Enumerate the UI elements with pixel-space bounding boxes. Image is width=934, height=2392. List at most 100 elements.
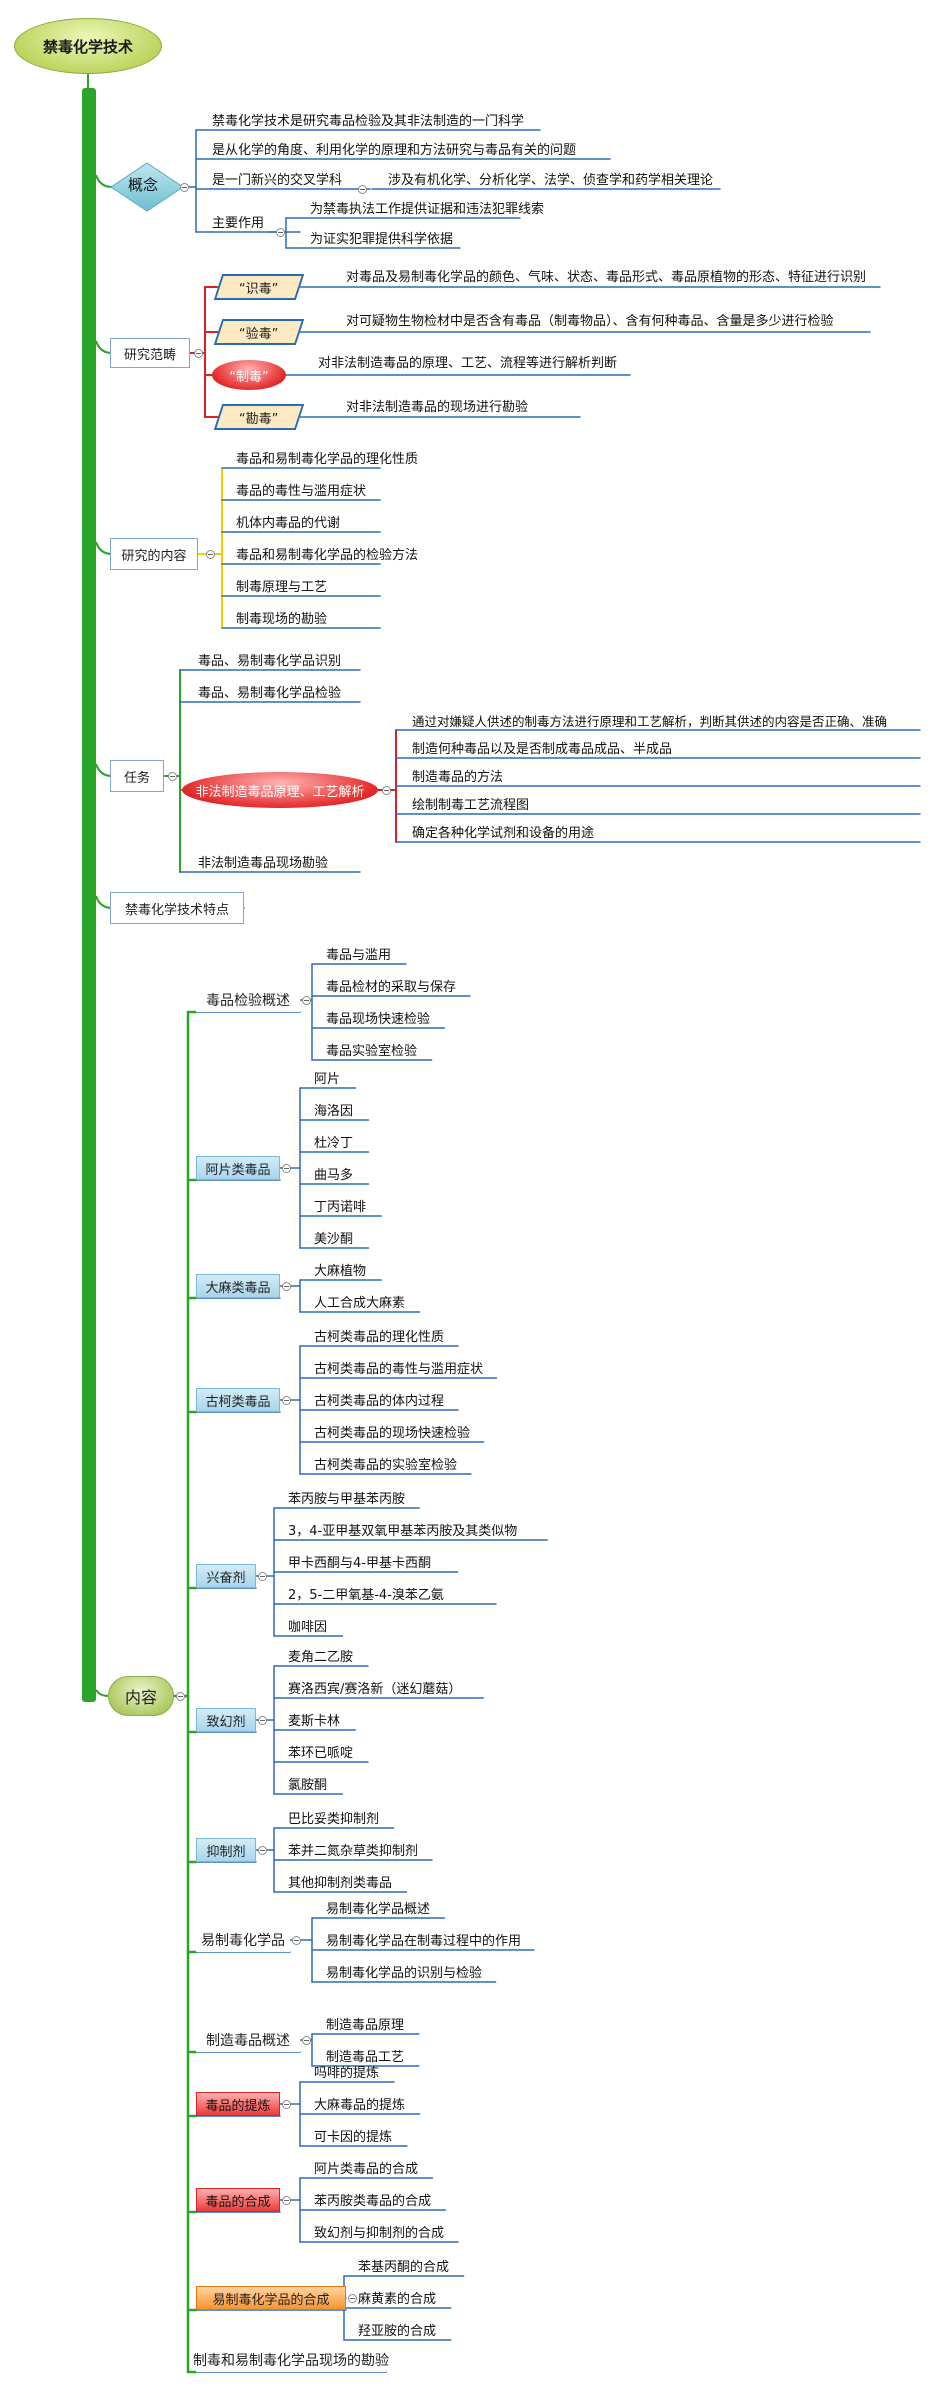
contents-item: 苯丙胺与甲基苯丙胺: [288, 1492, 406, 1507]
task-sub-1: 通过对嫌疑人供述的制毒方法进行原理和工艺解析，判断其供述的内容是否正确、准确: [412, 714, 888, 729]
contents-item: 大麻毒品的提炼: [314, 2098, 406, 2113]
contents-group-13[interactable]: 制毒和易制毒化学品现场的勘验: [193, 2348, 389, 2372]
contents-group-label: 制造毒品概述: [206, 2033, 290, 2049]
collapse-toggle-icon[interactable]: [282, 2196, 291, 2205]
contents-item: 2，5-二甲氧基-4-溴苯乙氨: [288, 1588, 444, 1603]
concept-item-4-sub-1: 为禁毒执法工作提供证据和违法犯罪线索: [310, 202, 545, 217]
contents-item: 海洛因: [314, 1104, 354, 1119]
collapse-toggle-icon[interactable]: [176, 1692, 185, 1701]
concept-item-3: 是一门新兴的交叉学科: [212, 173, 343, 188]
contents-item: 毒品现场快速检验: [326, 1012, 431, 1027]
scope-tag-4[interactable]: “勘毒”: [213, 404, 305, 430]
contents-item: 古柯类毒品的毒性与滥用症状: [314, 1362, 484, 1377]
collapse-toggle-icon[interactable]: [302, 2036, 311, 2045]
research-item-4: 毒品和易制毒化学品的检验方法: [236, 548, 419, 563]
research-content-node[interactable]: 研究的内容: [110, 538, 198, 570]
contents-item: 美沙酮: [314, 1232, 354, 1247]
concept-item-2: 是从化学的角度、利用化学的原理和方法研究与毒品有关的问题: [212, 143, 577, 158]
collapse-toggle-icon[interactable]: [194, 349, 203, 358]
research-item-3: 机体内毒品的代谢: [236, 516, 341, 531]
task-item-2: 毒品、易制毒化学品检验: [198, 686, 342, 701]
collapse-toggle-icon[interactable]: [258, 1716, 267, 1725]
collapse-toggle-icon[interactable]: [206, 550, 215, 559]
contents-item: 吗啡的提炼: [314, 2066, 380, 2081]
collapse-toggle-icon[interactable]: [168, 772, 177, 781]
collapse-toggle-icon[interactable]: [302, 996, 311, 1005]
scope-tag-2[interactable]: “验毒”: [213, 319, 305, 345]
concept-item-1: 禁毒化学技术是研究毒品检验及其非法制造的一门科学: [212, 114, 525, 129]
contents-group-9[interactable]: 制造毒品概述: [196, 2028, 300, 2052]
contents-group-2[interactable]: 阿片类毒品: [196, 1156, 280, 1180]
scope-desc-4: 对非法制造毒品的现场进行勘验: [346, 400, 529, 415]
contents-group-12[interactable]: 易制毒化学品的合成: [196, 2286, 346, 2310]
scope-tag-3-label: “制毒”: [229, 369, 269, 385]
concept-item-3-sub: 涉及有机化学、分析化学、法学、侦查学和药学相关理论: [388, 173, 714, 188]
concept-item-4-sub-2: 为证实犯罪提供科学依据: [310, 232, 454, 247]
scope-desc-2: 对可疑物生物检材中是否含有毒品（制毒物品）、含有何种毒品、含量是多少进行检验: [346, 314, 834, 329]
contents-item: 3，4-亚甲基双氧甲基苯丙胺及其类似物: [288, 1524, 518, 1539]
contents-group-7[interactable]: 抑制剂: [196, 1838, 256, 1862]
task-sub-2: 制造何种毒品以及是否制成毒品成品、半成品: [412, 742, 673, 757]
contents-item: 制造毒品工艺: [326, 2050, 405, 2065]
collapse-toggle-icon[interactable]: [348, 2294, 357, 2303]
tasks-node[interactable]: 任务: [110, 760, 164, 792]
scope-tag-1[interactable]: “识毒”: [213, 274, 305, 300]
contents-node[interactable]: 内容: [108, 1676, 174, 1716]
collapse-toggle-icon[interactable]: [180, 183, 189, 192]
collapse-toggle-icon[interactable]: [282, 2100, 291, 2109]
research-item-2: 毒品的毒性与滥用症状: [236, 484, 367, 499]
contents-item: 咖啡因: [288, 1620, 328, 1635]
concept-label: 概念: [128, 176, 159, 194]
research-content-label: 研究的内容: [121, 548, 187, 564]
contents-group-10[interactable]: 毒品的提炼: [196, 2092, 280, 2116]
concept-node[interactable]: 概念: [110, 162, 184, 212]
collapse-toggle-icon[interactable]: [276, 228, 285, 237]
contents-item: 苯基丙酮的合成: [358, 2260, 450, 2275]
collapse-toggle-icon[interactable]: [292, 1936, 301, 1945]
collapse-toggle-icon[interactable]: [358, 185, 367, 194]
contents-group-label: 毒品的合成: [205, 2194, 271, 2210]
collapse-toggle-icon[interactable]: [258, 1846, 267, 1855]
contents-group-3[interactable]: 大麻类毒品: [196, 1274, 280, 1298]
contents-label: 内容: [124, 1688, 157, 1707]
scope-desc-1: 对毒品及易制毒化学品的颜色、气味、状态、毒品形式、毒品原植物的形态、特征进行识别: [346, 270, 867, 285]
contents-item: 甲卡西酮与4-甲基卡西酮: [288, 1556, 431, 1571]
contents-group-label: 制毒和易制毒化学品现场的勘验: [193, 2353, 389, 2369]
contents-group-label: 兴奋剂: [206, 1570, 246, 1586]
contents-group-8[interactable]: 易制毒化学品: [196, 1928, 290, 1952]
research-item-6: 制毒现场的勘验: [236, 612, 328, 627]
contents-item: 古柯类毒品的实验室检验: [314, 1458, 458, 1473]
contents-item: 阿片类毒品的合成: [314, 2162, 419, 2177]
contents-item: 阿片: [314, 1072, 341, 1087]
features-node[interactable]: 禁毒化学技术特点: [110, 892, 244, 924]
root-node[interactable]: 禁毒化学技术: [14, 18, 162, 74]
contents-group-5[interactable]: 兴奋剂: [196, 1564, 256, 1588]
collapse-toggle-icon[interactable]: [282, 1396, 291, 1405]
research-item-1: 毒品和易制毒化学品的理化性质: [236, 452, 419, 467]
concept-item-4: 主要作用: [212, 216, 265, 231]
scope-node[interactable]: 研究范畴: [110, 338, 190, 368]
scope-label: 研究范畴: [123, 347, 176, 363]
contents-group-4[interactable]: 古柯类毒品: [196, 1388, 280, 1412]
collapse-toggle-icon[interactable]: [382, 786, 391, 795]
contents-item: 苯丙胺类毒品的合成: [314, 2194, 432, 2209]
collapse-toggle-icon[interactable]: [282, 1282, 291, 1291]
contents-item: 其他抑制剂类毒品: [288, 1876, 393, 1891]
contents-item: 赛洛西宾/赛洛新（迷幻蘑菇）: [288, 1682, 462, 1697]
contents-group-6[interactable]: 致幻剂: [196, 1708, 256, 1732]
contents-group-11[interactable]: 毒品的合成: [196, 2188, 280, 2212]
task-sub-3: 制造毒品的方法: [412, 770, 504, 785]
collapse-toggle-icon[interactable]: [258, 1572, 267, 1581]
contents-item: 可卡因的提炼: [314, 2130, 393, 2145]
scope-tag-4-label: “勘毒”: [239, 411, 279, 427]
collapse-toggle-icon[interactable]: [282, 1164, 291, 1173]
contents-item: 制造毒品原理: [326, 2018, 405, 2033]
contents-group-label: 毒品检验概述: [206, 993, 290, 1009]
task-item-3[interactable]: 非法制造毒品原理、工艺解析: [182, 772, 378, 808]
contents-item: 麦斯卡林: [288, 1714, 341, 1729]
contents-item: 杜冷丁: [314, 1136, 354, 1151]
contents-group-label: 致幻剂: [206, 1714, 246, 1730]
scope-tag-3[interactable]: “制毒”: [212, 360, 286, 390]
contents-item: 易制毒化学品的识别与检验: [326, 1966, 483, 1981]
contents-group-1[interactable]: 毒品检验概述: [196, 988, 300, 1012]
